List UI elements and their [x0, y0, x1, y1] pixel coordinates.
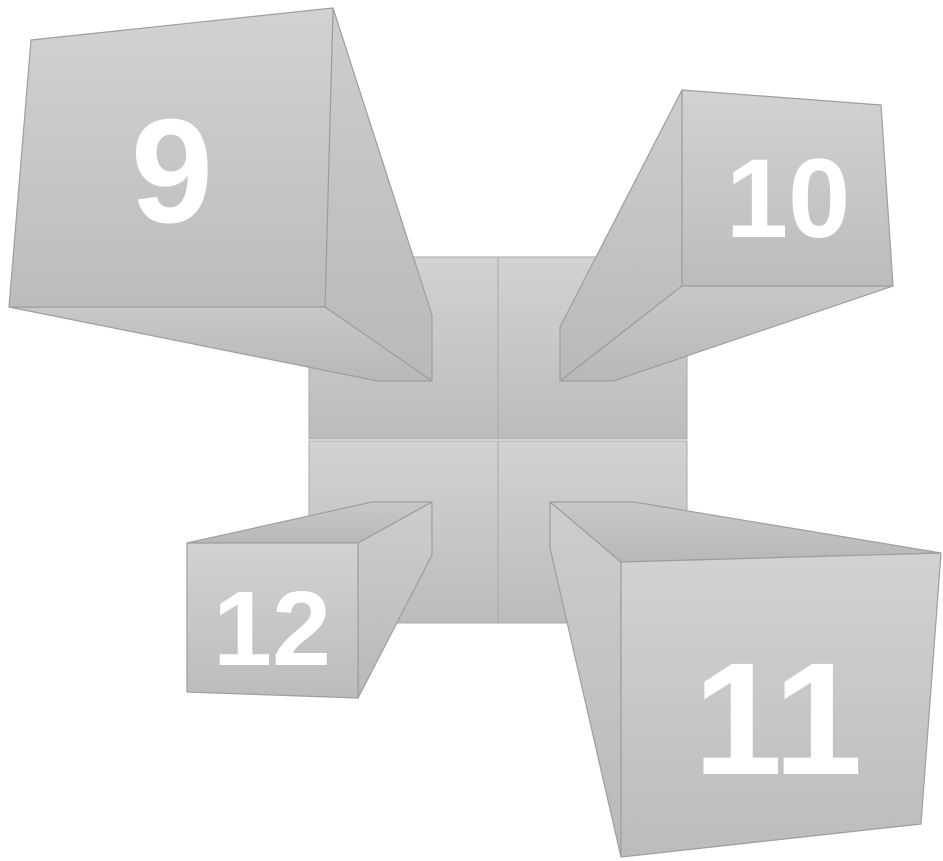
block-10-label: 10 [726, 136, 851, 261]
block-11-side-face [550, 502, 621, 857]
block-12-label: 12 [213, 570, 331, 688]
block-9: 9 [9, 8, 432, 381]
block-12: 12 [187, 502, 432, 698]
block-9-label: 9 [131, 89, 213, 254]
block-11-label: 11 [693, 629, 862, 808]
block-10: 10 [560, 90, 893, 381]
block-11: 11 [550, 502, 941, 857]
